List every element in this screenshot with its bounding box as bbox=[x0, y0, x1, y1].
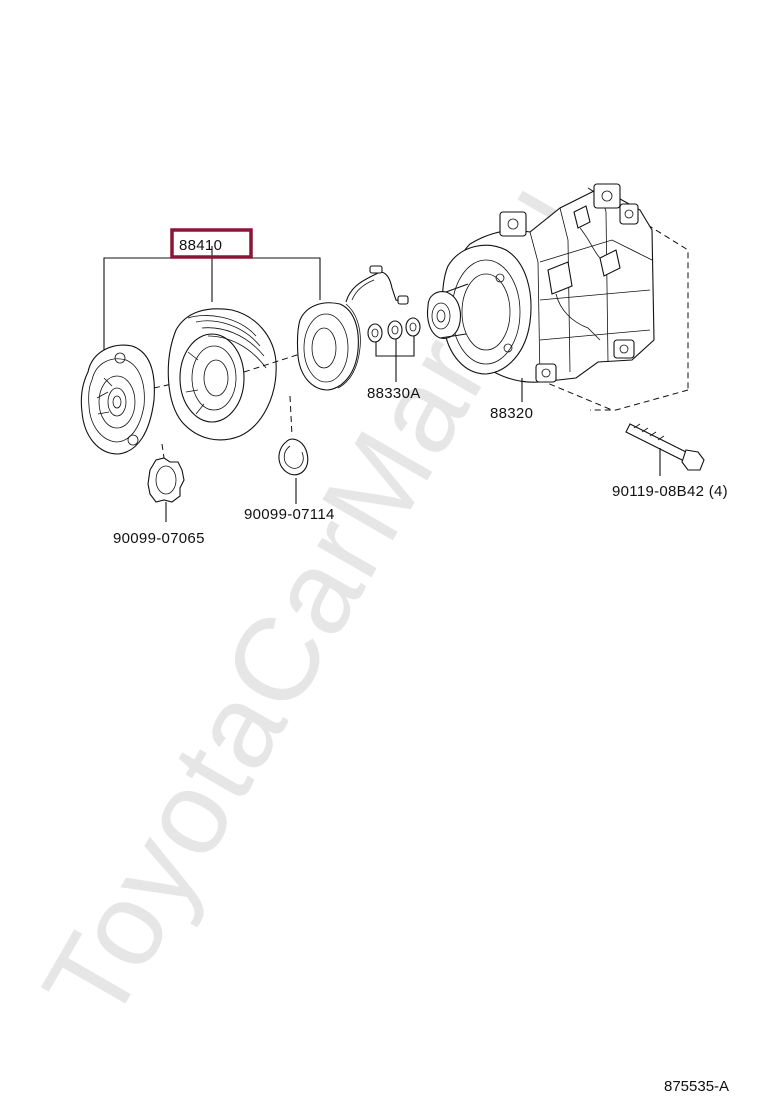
label-shim-ring[interactable]: 90099-07065 bbox=[113, 530, 205, 547]
document-id: 875535-A bbox=[664, 1078, 729, 1095]
shim-ring-part[interactable] bbox=[147, 443, 185, 522]
label-compressor[interactable]: 88320 bbox=[490, 405, 533, 422]
compressor-part[interactable] bbox=[426, 183, 689, 411]
field-coil-part[interactable] bbox=[296, 265, 409, 391]
shims-part[interactable] bbox=[367, 317, 421, 382]
snap-ring-part[interactable] bbox=[278, 395, 309, 504]
highlight-box bbox=[170, 228, 253, 259]
pulley-rotor-part[interactable] bbox=[167, 308, 277, 441]
label-snap-ring[interactable]: 90099-07114 bbox=[244, 506, 335, 523]
label-field-coil-parts[interactable]: 88330A bbox=[367, 385, 421, 402]
bolt-part[interactable] bbox=[625, 423, 705, 476]
label-clutch-assembly[interactable]: 88410 bbox=[179, 237, 222, 254]
pressure-plate-part[interactable] bbox=[80, 344, 173, 455]
label-bolt[interactable]: 90119-08B42 (4) bbox=[612, 483, 728, 500]
